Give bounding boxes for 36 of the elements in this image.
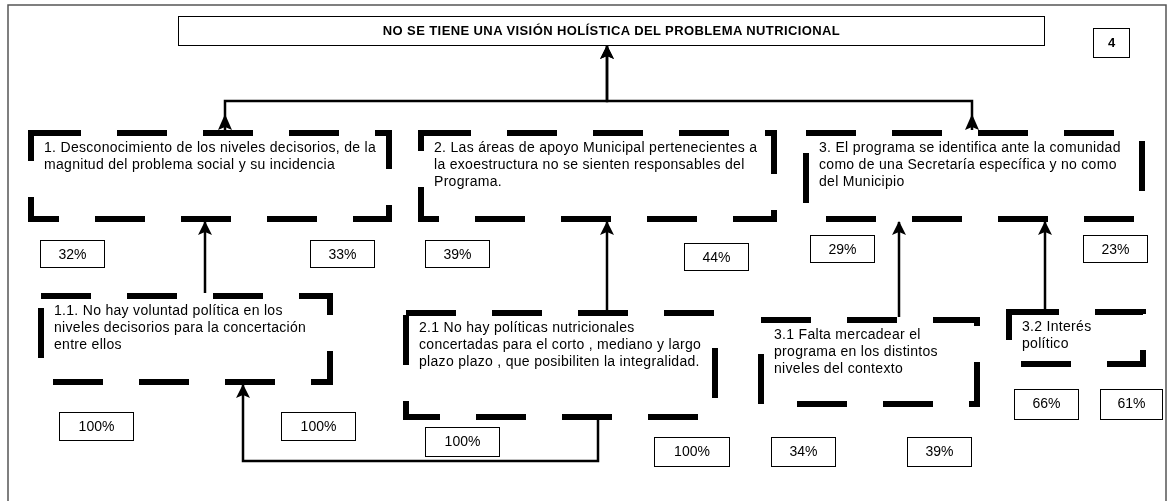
arrow [600,45,979,130]
cause-box [418,130,777,222]
arrow [198,221,212,293]
percentage-label: 61% [1100,389,1163,420]
cause-box [403,310,718,420]
arrow [892,221,906,317]
cause-box [38,293,333,385]
cause-text: 1.1. No hay voluntad política en los niveles decisorios para la concertación entre ellos [54,302,308,353]
percentage-label: 44% [684,243,749,271]
percentage-label: 100% [59,412,134,441]
percentage-label: 34% [771,437,836,467]
arrow [236,384,600,463]
cause-text: 3.2 Interés político [1022,318,1093,352]
cause-text: 2. Las áreas de apoyo Municipal pertenecientes a la exoestructura no se sienten responsables del Programa. [434,139,759,190]
percentage-label: 100% [425,427,500,457]
percentage-label: 66% [1014,389,1079,420]
percentage-label: 100% [654,437,730,467]
percentage-label: 29% [810,235,875,263]
problem-title: NO SE TIENE UNA VISIÓN HOLÍSTICA DEL PROBLEMA NUTRICIONAL [178,16,1045,46]
percentage-label: 32% [40,240,105,268]
cause-text: 3. El programa se identifica ante la comunidad como de una Secretaría específica y no como del Municipio [819,139,1122,190]
percentage-label: 39% [907,437,972,467]
percentage-label: 39% [425,240,490,268]
percentage-label: 33% [310,240,375,268]
cause-text: 2.1 No hay políticas nutricionales concertadas para el corto , mediano y largo plazo plazo , que posibiliten la integralidad. [419,319,703,370]
arrow [1038,221,1052,309]
percentage-label: 23% [1083,235,1148,263]
arrow [600,221,614,310]
cause-text: 3.1 Falta mercadear el programa en los distintos niveles del contexto [774,326,939,377]
percentage-label: 100% [281,412,356,441]
cause-box [28,130,392,222]
cause-box [758,317,980,407]
cause-box [803,130,1145,222]
page-number: 4 [1093,28,1130,58]
cause-text: 1. Desconocimiento de los niveles decisorios, de la magnitud del problema social y su incidencia [44,139,378,173]
cause-box [1006,309,1146,367]
